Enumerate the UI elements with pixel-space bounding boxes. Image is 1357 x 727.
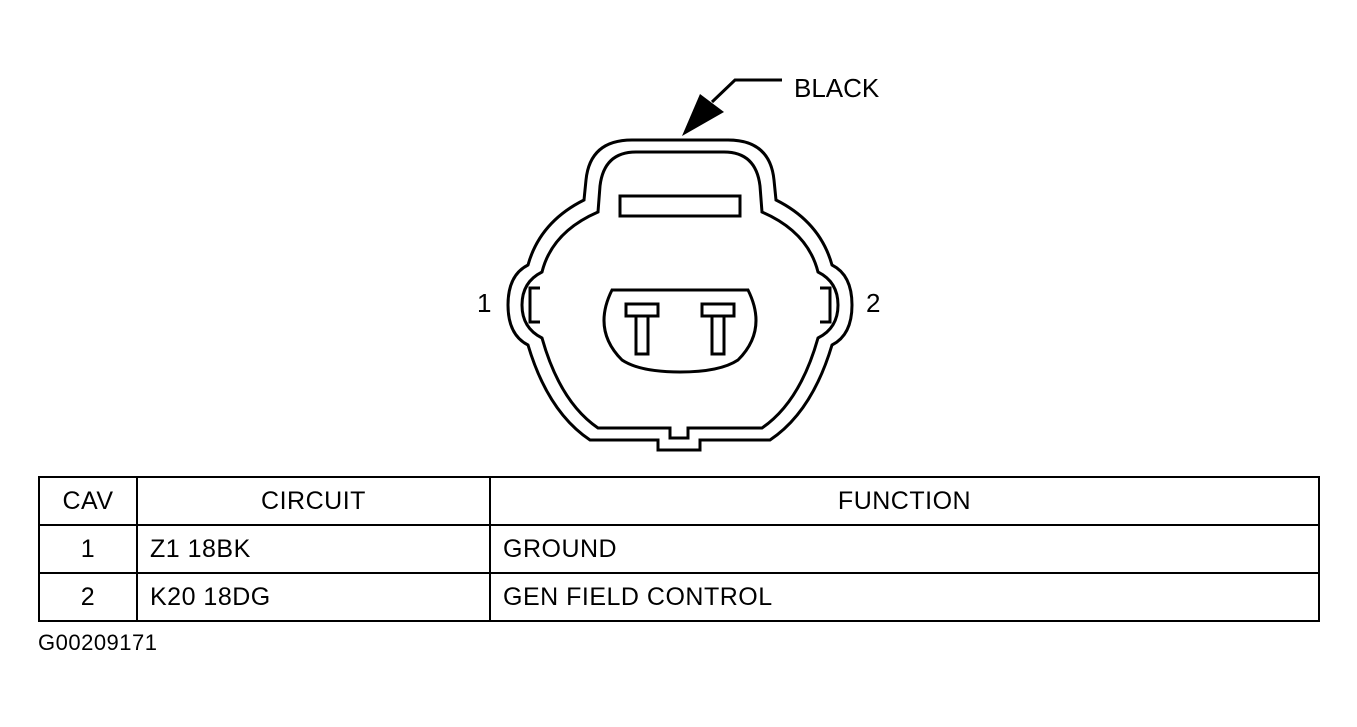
terminal-cavity <box>602 288 758 374</box>
header-cav: CAV <box>38 476 138 526</box>
header-function: FUNCTION <box>489 476 1320 526</box>
row-cav: 2 <box>38 572 138 622</box>
cavity-label-2: 2 <box>866 288 880 318</box>
connector-housing-inner <box>520 150 840 440</box>
row-cav: 1 <box>38 524 138 574</box>
callout-arrowhead <box>682 94 724 136</box>
latch-slot <box>618 194 742 218</box>
table-row: 2 K20 18DG GEN FIELD CONTROL <box>38 572 1320 622</box>
pinout-table: CAV CIRCUIT FUNCTION 1 Z1 18BK GROUND 2 … <box>38 476 1320 622</box>
table-row: 1 Z1 18BK GROUND <box>38 524 1320 574</box>
color-callout-label: BLACK <box>794 73 880 103</box>
row-function: GEN FIELD CONTROL <box>489 572 1320 622</box>
connector-housing-outer <box>506 138 854 452</box>
row-function: GROUND <box>489 524 1320 574</box>
side-tab-left <box>528 286 540 324</box>
terminal-pin-2 <box>700 302 736 356</box>
connector-diagram: BLACK 1 2 <box>477 73 880 452</box>
terminal-pin-1 <box>624 302 660 356</box>
cavity-label-1: 1 <box>477 288 491 318</box>
header-circuit: CIRCUIT <box>136 476 491 526</box>
callout-leader-line <box>710 78 782 104</box>
row-circuit: K20 18DG <box>136 572 491 622</box>
side-tab-right <box>820 286 832 324</box>
figure-id: G00209171 <box>38 630 158 655</box>
row-circuit: Z1 18BK <box>136 524 491 574</box>
table-header-row: CAV CIRCUIT FUNCTION <box>38 476 1320 526</box>
